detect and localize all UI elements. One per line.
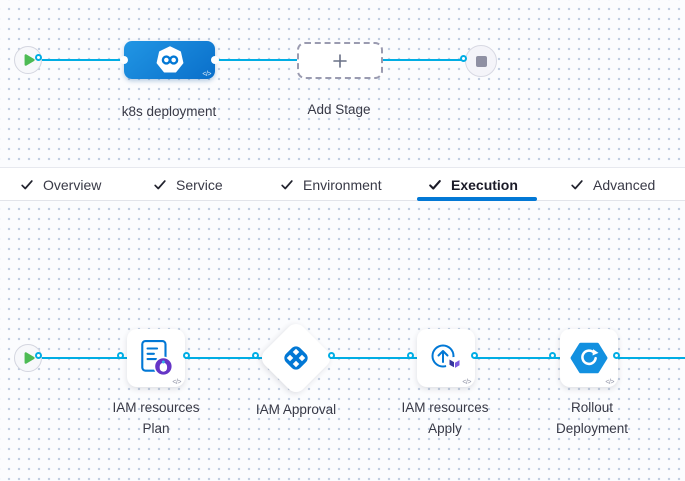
step-yaml-toggle-icon[interactable]: </> <box>605 379 614 386</box>
step-label: IAM resources Apply <box>380 397 510 439</box>
port[interactable] <box>613 352 620 359</box>
tab-execution[interactable]: Execution <box>428 168 518 201</box>
tab-label: Execution <box>451 176 518 193</box>
step-label-line1: Rollout <box>570 400 614 415</box>
stage-name-label: k8s deployment <box>121 104 217 119</box>
tab-advanced[interactable]: Advanced <box>570 168 655 201</box>
port[interactable] <box>183 352 190 359</box>
tab-overview[interactable]: Overview <box>20 168 101 201</box>
step-label-line1: IAM resources <box>401 400 489 415</box>
step-node-iam-resources-plan[interactable]: </> <box>127 329 185 387</box>
stage-start-port[interactable] <box>35 54 42 61</box>
terraform-apply-icon <box>431 344 462 373</box>
step-label: IAM Approval <box>231 399 361 420</box>
play-icon <box>24 54 35 66</box>
terraform-plan-icon <box>141 340 174 377</box>
step-node-iam-approval[interactable] <box>257 319 335 397</box>
step-label-line2: Apply <box>428 421 462 436</box>
check-icon <box>20 178 34 192</box>
tab-label: Environment <box>303 176 382 193</box>
play-icon <box>24 352 35 364</box>
active-tab-underline <box>417 197 537 201</box>
step-label-line2: Deployment <box>555 421 629 436</box>
execution-connector-line <box>40 357 685 359</box>
stage-connector-line <box>40 59 466 61</box>
port[interactable] <box>407 352 414 359</box>
step-label-line1: IAM Approval <box>255 402 337 417</box>
port[interactable] <box>549 352 556 359</box>
stage-node-k8s-deployment[interactable]: </> <box>120 41 219 79</box>
stage-right-port[interactable] <box>211 56 219 64</box>
step-node-iam-resources-apply[interactable]: </> <box>417 329 475 387</box>
tab-label: Overview <box>43 176 102 193</box>
step-label: IAM resources Plan <box>91 397 221 439</box>
stage-yaml-toggle-icon[interactable]: </> <box>202 71 211 78</box>
check-icon <box>153 178 167 192</box>
add-stage-button[interactable] <box>297 42 383 79</box>
tab-label: Service <box>176 176 223 193</box>
step-yaml-toggle-icon[interactable]: </> <box>462 379 471 386</box>
plus-icon <box>333 53 347 68</box>
step-yaml-toggle-icon[interactable]: </> <box>172 379 181 386</box>
check-icon <box>570 178 584 192</box>
stage-end-port[interactable] <box>460 55 467 62</box>
check-icon <box>280 178 294 192</box>
tab-service[interactable]: Service <box>153 168 223 201</box>
stage-config-tabbar: Overview Service Environment Execution A… <box>0 167 685 201</box>
step-label-line1: IAM resources <box>112 400 200 415</box>
check-icon <box>428 178 442 192</box>
tab-label: Advanced <box>593 176 656 193</box>
stop-icon <box>475 55 487 67</box>
add-stage-label: Add Stage <box>307 102 371 117</box>
stage-left-port[interactable] <box>120 56 128 64</box>
step-node-rollout-deployment[interactable]: </> <box>560 329 618 387</box>
port[interactable] <box>328 352 335 359</box>
rollout-deployment-icon <box>570 342 608 374</box>
pipeline-end-node[interactable] <box>465 45 497 77</box>
step-label: Rollout Deployment <box>527 397 657 439</box>
tab-environment[interactable]: Environment <box>280 168 382 201</box>
run-execution-button[interactable] <box>14 344 42 372</box>
port[interactable] <box>117 352 124 359</box>
port[interactable] <box>471 352 478 359</box>
step-label-line2: Plan <box>142 421 170 436</box>
kubernetes-stage-icon <box>156 46 183 73</box>
port[interactable] <box>252 352 259 359</box>
port[interactable] <box>35 352 42 359</box>
